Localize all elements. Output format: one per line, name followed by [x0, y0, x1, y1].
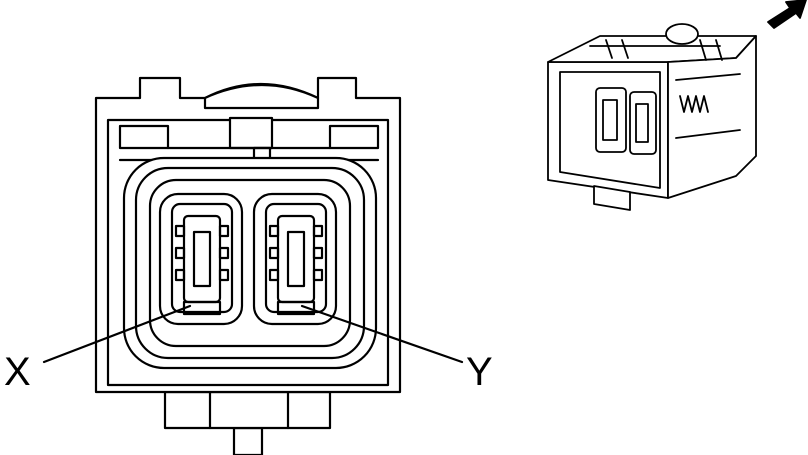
cavity-x: [158, 192, 244, 326]
seal-ring-inner: [148, 178, 352, 348]
latch-left: [118, 124, 170, 150]
latch-center: [228, 116, 274, 150]
top-latch-dome: [203, 84, 320, 110]
leader-line-y: [300, 304, 464, 364]
inner-frame: [106, 118, 390, 387]
front-view-connector: [42, 76, 464, 455]
bottom-stem: [232, 426, 264, 455]
iso-side-face: [667, 35, 757, 199]
latch-right: [328, 124, 380, 150]
arrow-icon: [767, 0, 807, 29]
label-x: X: [4, 350, 31, 394]
cavity-y: [252, 192, 338, 326]
leader-line-x: [42, 304, 192, 364]
seal-ring-middle: [134, 166, 366, 360]
iso-view-connector: [547, 0, 807, 211]
label-y: Y: [466, 350, 493, 394]
bottom-tab-housing: [163, 390, 332, 430]
iso-opening: [559, 71, 661, 189]
iso-bottom-tab: [593, 185, 631, 211]
